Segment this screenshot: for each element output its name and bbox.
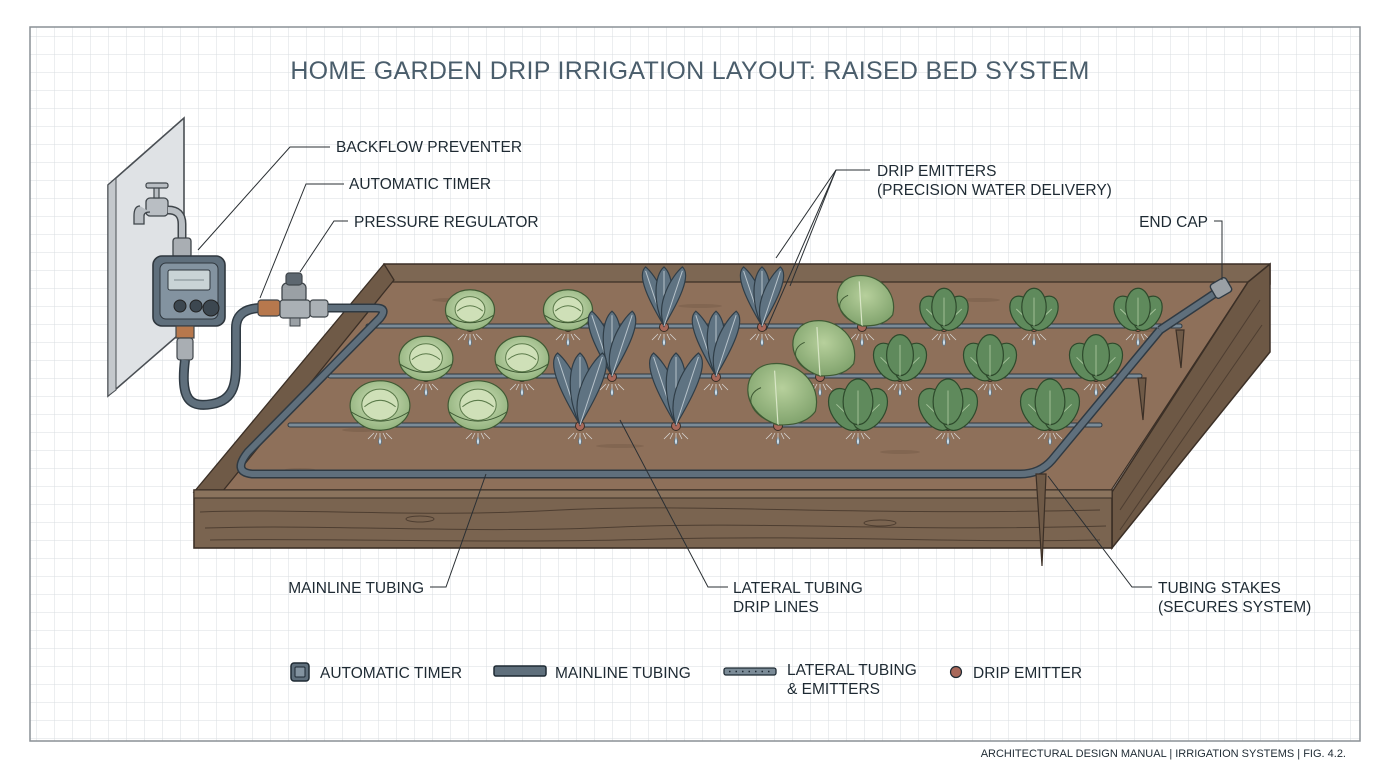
label-mainline-tubing: MAINLINE TUBING: [288, 580, 424, 597]
legend-timer-icon: [290, 662, 310, 682]
cabbage-plant: [542, 289, 594, 331]
pressure-regulator-device: [279, 272, 311, 327]
legend: AUTOMATIC TIMER MAINLINE TUBING LATERAL …: [290, 662, 1082, 698]
label-pressure-regulator: PRESSURE REGULATOR: [354, 214, 539, 231]
legend-lateral-label: LATERAL TUBING: [787, 662, 917, 679]
spinach-plant: [872, 334, 928, 382]
label-lateral-tubing-sub: DRIP LINES: [733, 599, 819, 616]
plant-rows: [349, 266, 1163, 431]
figure-footer: ARCHITECTURAL DESIGN MANUAL | IRRIGATION…: [981, 748, 1346, 760]
legend-lateral-icon: [723, 667, 777, 676]
water-source-assembly: [107, 116, 329, 410]
label-automatic-timer: AUTOMATIC TIMER: [349, 176, 491, 193]
tubing-stakes: [1035, 329, 1185, 567]
kale-plant: [649, 352, 703, 427]
legend-emitter-label: DRIP EMITTER: [973, 665, 1082, 682]
label-drip-emitters: DRIP EMITTERS: [877, 163, 996, 180]
cabbage-plant: [447, 380, 509, 431]
legend-timer-label: AUTOMATIC TIMER: [320, 665, 462, 682]
legend-lateral-label-sub: & EMITTERS: [787, 681, 880, 698]
label-tubing-stakes: TUBING STAKES: [1158, 580, 1281, 597]
spinach-plant: [1019, 378, 1081, 431]
legend-emitter-icon: [949, 665, 963, 679]
bed-right-side: [1111, 262, 1271, 551]
drip-emitter: [663, 421, 689, 446]
cabbage-plant: [349, 380, 411, 431]
legend-mainline-label: MAINLINE TUBING: [555, 665, 691, 682]
spinach-plant: [1068, 334, 1124, 382]
diagram-title: HOME GARDEN DRIP IRRIGATION LAYOUT: RAIS…: [290, 57, 1089, 85]
automatic-timer-device: [152, 255, 226, 327]
kale-plant: [553, 352, 607, 427]
callout-leaders: [197, 146, 1223, 588]
bed-front-board: [193, 489, 1113, 549]
mainline-tubing: [236, 286, 1223, 479]
label-end-cap: END CAP: [1139, 214, 1208, 231]
kale-plant: [641, 266, 687, 328]
label-drip-emitters-sub: (PRECISION WATER DELIVERY): [877, 182, 1112, 199]
cabbage-plant: [494, 335, 550, 382]
kale-plant: [587, 310, 637, 378]
label-tubing-stakes-sub: (SECURES SYSTEM): [1158, 599, 1311, 616]
kale-plant: [739, 266, 785, 328]
spinach-plant: [919, 287, 969, 331]
cabbage-plant: [444, 289, 496, 331]
lettuce-plant: [747, 362, 818, 426]
lettuce-plant: [836, 275, 895, 327]
lettuce-plant: [792, 320, 856, 377]
cabbage-plant: [398, 335, 454, 382]
label-backflow-preventer: BACKFLOW PREVENTER: [336, 139, 522, 156]
spinach-plant: [917, 378, 979, 431]
kale-plant: [691, 310, 741, 378]
faucet-icon: [133, 182, 187, 238]
legend-mainline-icon: [493, 665, 547, 677]
timer-knob-icon: [173, 299, 187, 313]
end-cap: [1209, 276, 1233, 300]
label-lateral-tubing: LATERAL TUBING: [733, 580, 863, 597]
spinach-plant: [1113, 287, 1163, 331]
bed-back-rail: [383, 263, 1271, 285]
backflow-preventer: [172, 237, 192, 259]
spinach-plant: [1009, 287, 1059, 331]
spinach-plant: [962, 334, 1018, 382]
spinach-plant: [827, 378, 889, 431]
